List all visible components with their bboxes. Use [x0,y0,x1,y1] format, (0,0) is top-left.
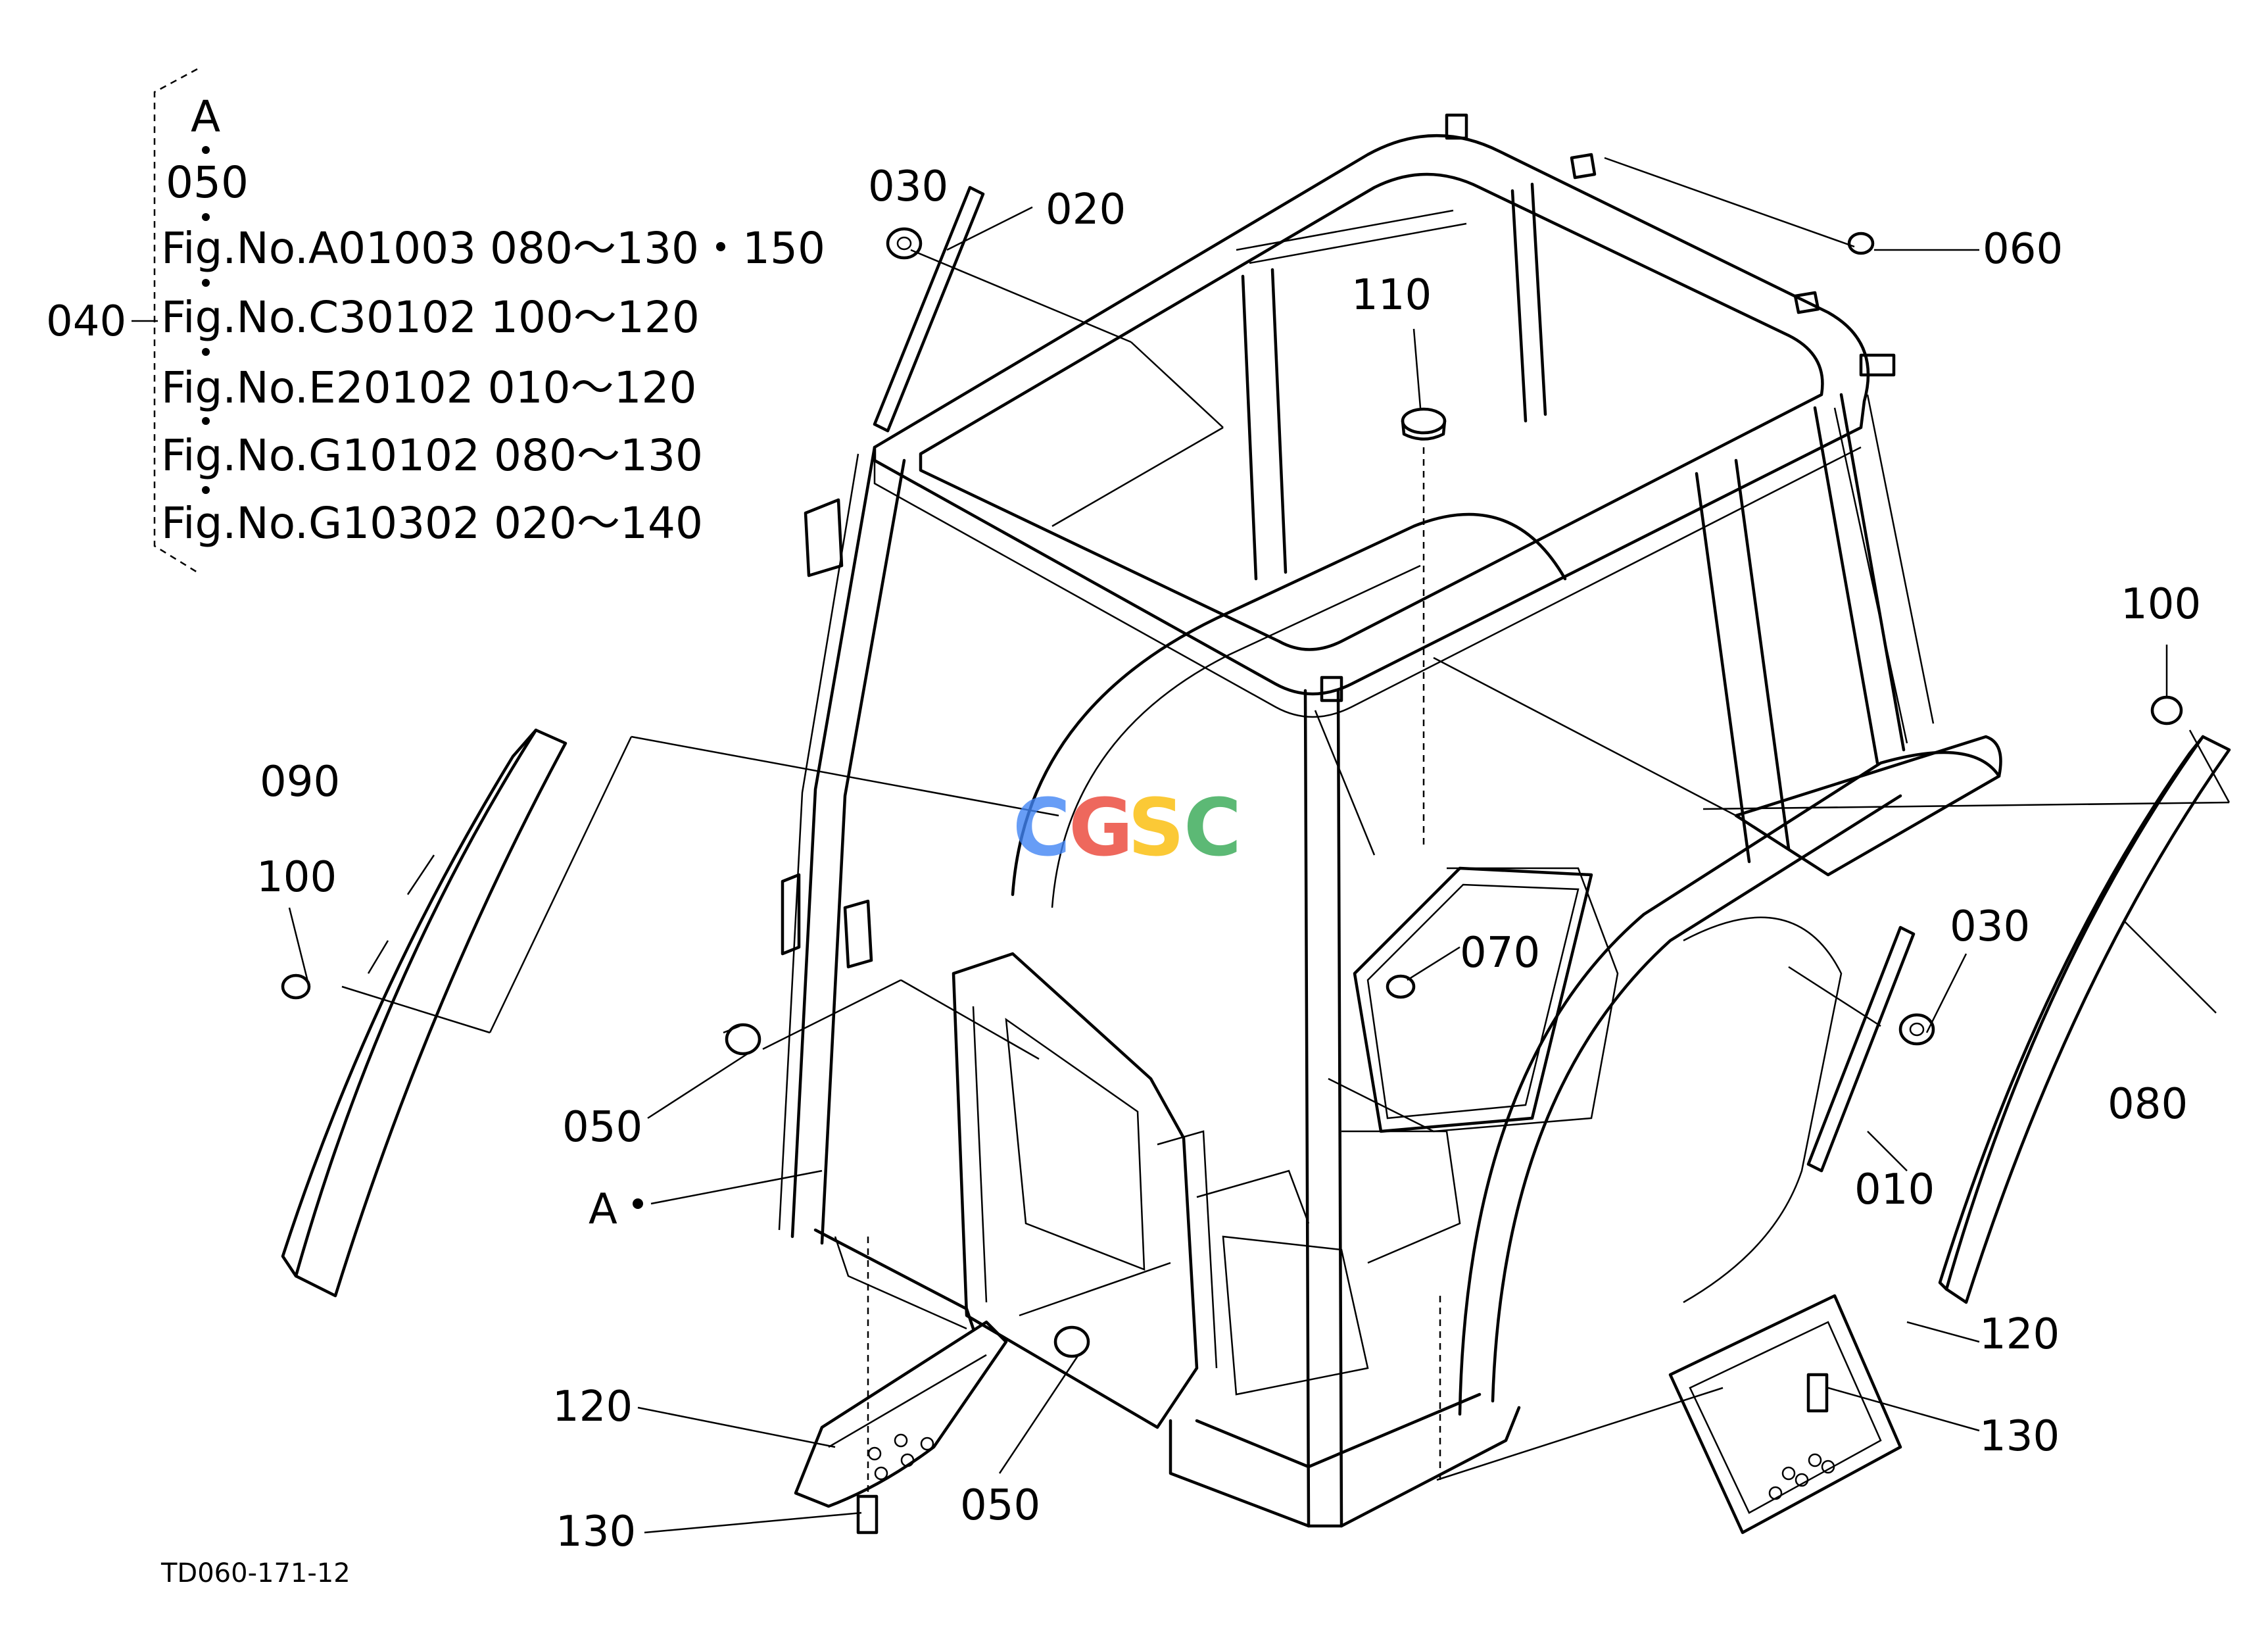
watermark-letter-3: S [1128,783,1184,874]
callout-120-right: 120 [1979,1310,2060,1359]
watermark-letter-2: G [1069,783,1134,874]
reference-line-2: Fig.No.C30102 100～120 [161,292,700,343]
callout-060: 060 [1983,225,2063,274]
callout-010: 010 [1854,1166,1935,1214]
callout-040: 040 [46,297,126,346]
part-020-strip [873,185,985,433]
fasteners [281,227,2183,1535]
part-080-right-trim [1938,735,2231,1304]
reference-list: A 050 Fig.No.A01003 080～130・150 Fig.No.C… [46,68,825,574]
watermark-letter-4: C [1184,783,1242,874]
callout-ref-a: A [589,1185,617,1234]
callout-030-top: 030 [868,162,948,211]
part-010-strip [1806,925,1916,1173]
reference-line-1: Fig.No.A01003 080～130・150 [161,223,825,274]
cab-frame [778,113,2002,1528]
callout-050-left: 050 [562,1103,642,1152]
assembly-axes [867,447,1441,1493]
reference-line-5: Fig.No.G10302 020～140 [161,498,703,549]
callout-090: 090 [260,758,340,806]
callout-100-right: 100 [2121,580,2201,629]
leader-lines [288,157,2231,1534]
drawing-code: TD060-171-12 [160,1558,350,1588]
callout-020: 020 [1046,185,1126,234]
callout-110: 110 [1351,271,1432,320]
callout-050-bottom: 050 [960,1481,1040,1530]
reference-line-4: Fig.No.G10102 080～130 [161,430,703,481]
callouts: 030 020 060 110 100 090 100 070 030 080 … [256,162,2201,1556]
callout-100-left: 100 [256,853,337,902]
part-120-left-step [794,1320,1008,1508]
callout-120-left: 120 [552,1383,633,1431]
ref-a-dot [633,1198,643,1209]
cgsc-watermark: C G S C [1013,783,1242,874]
callout-030-right: 030 [1950,902,2030,951]
callout-070: 070 [1460,929,1540,977]
reference-sub: 050 [166,157,249,208]
part-120-right-step [1668,1294,1902,1535]
reference-header: A [191,91,220,142]
callout-130-right: 130 [1979,1412,2060,1461]
watermark-letter-1: C [1013,783,1071,874]
callout-080: 080 [2108,1080,2188,1129]
reference-line-3: Fig.No.E20102 010～120 [161,362,697,413]
callout-130-left: 130 [556,1508,636,1556]
